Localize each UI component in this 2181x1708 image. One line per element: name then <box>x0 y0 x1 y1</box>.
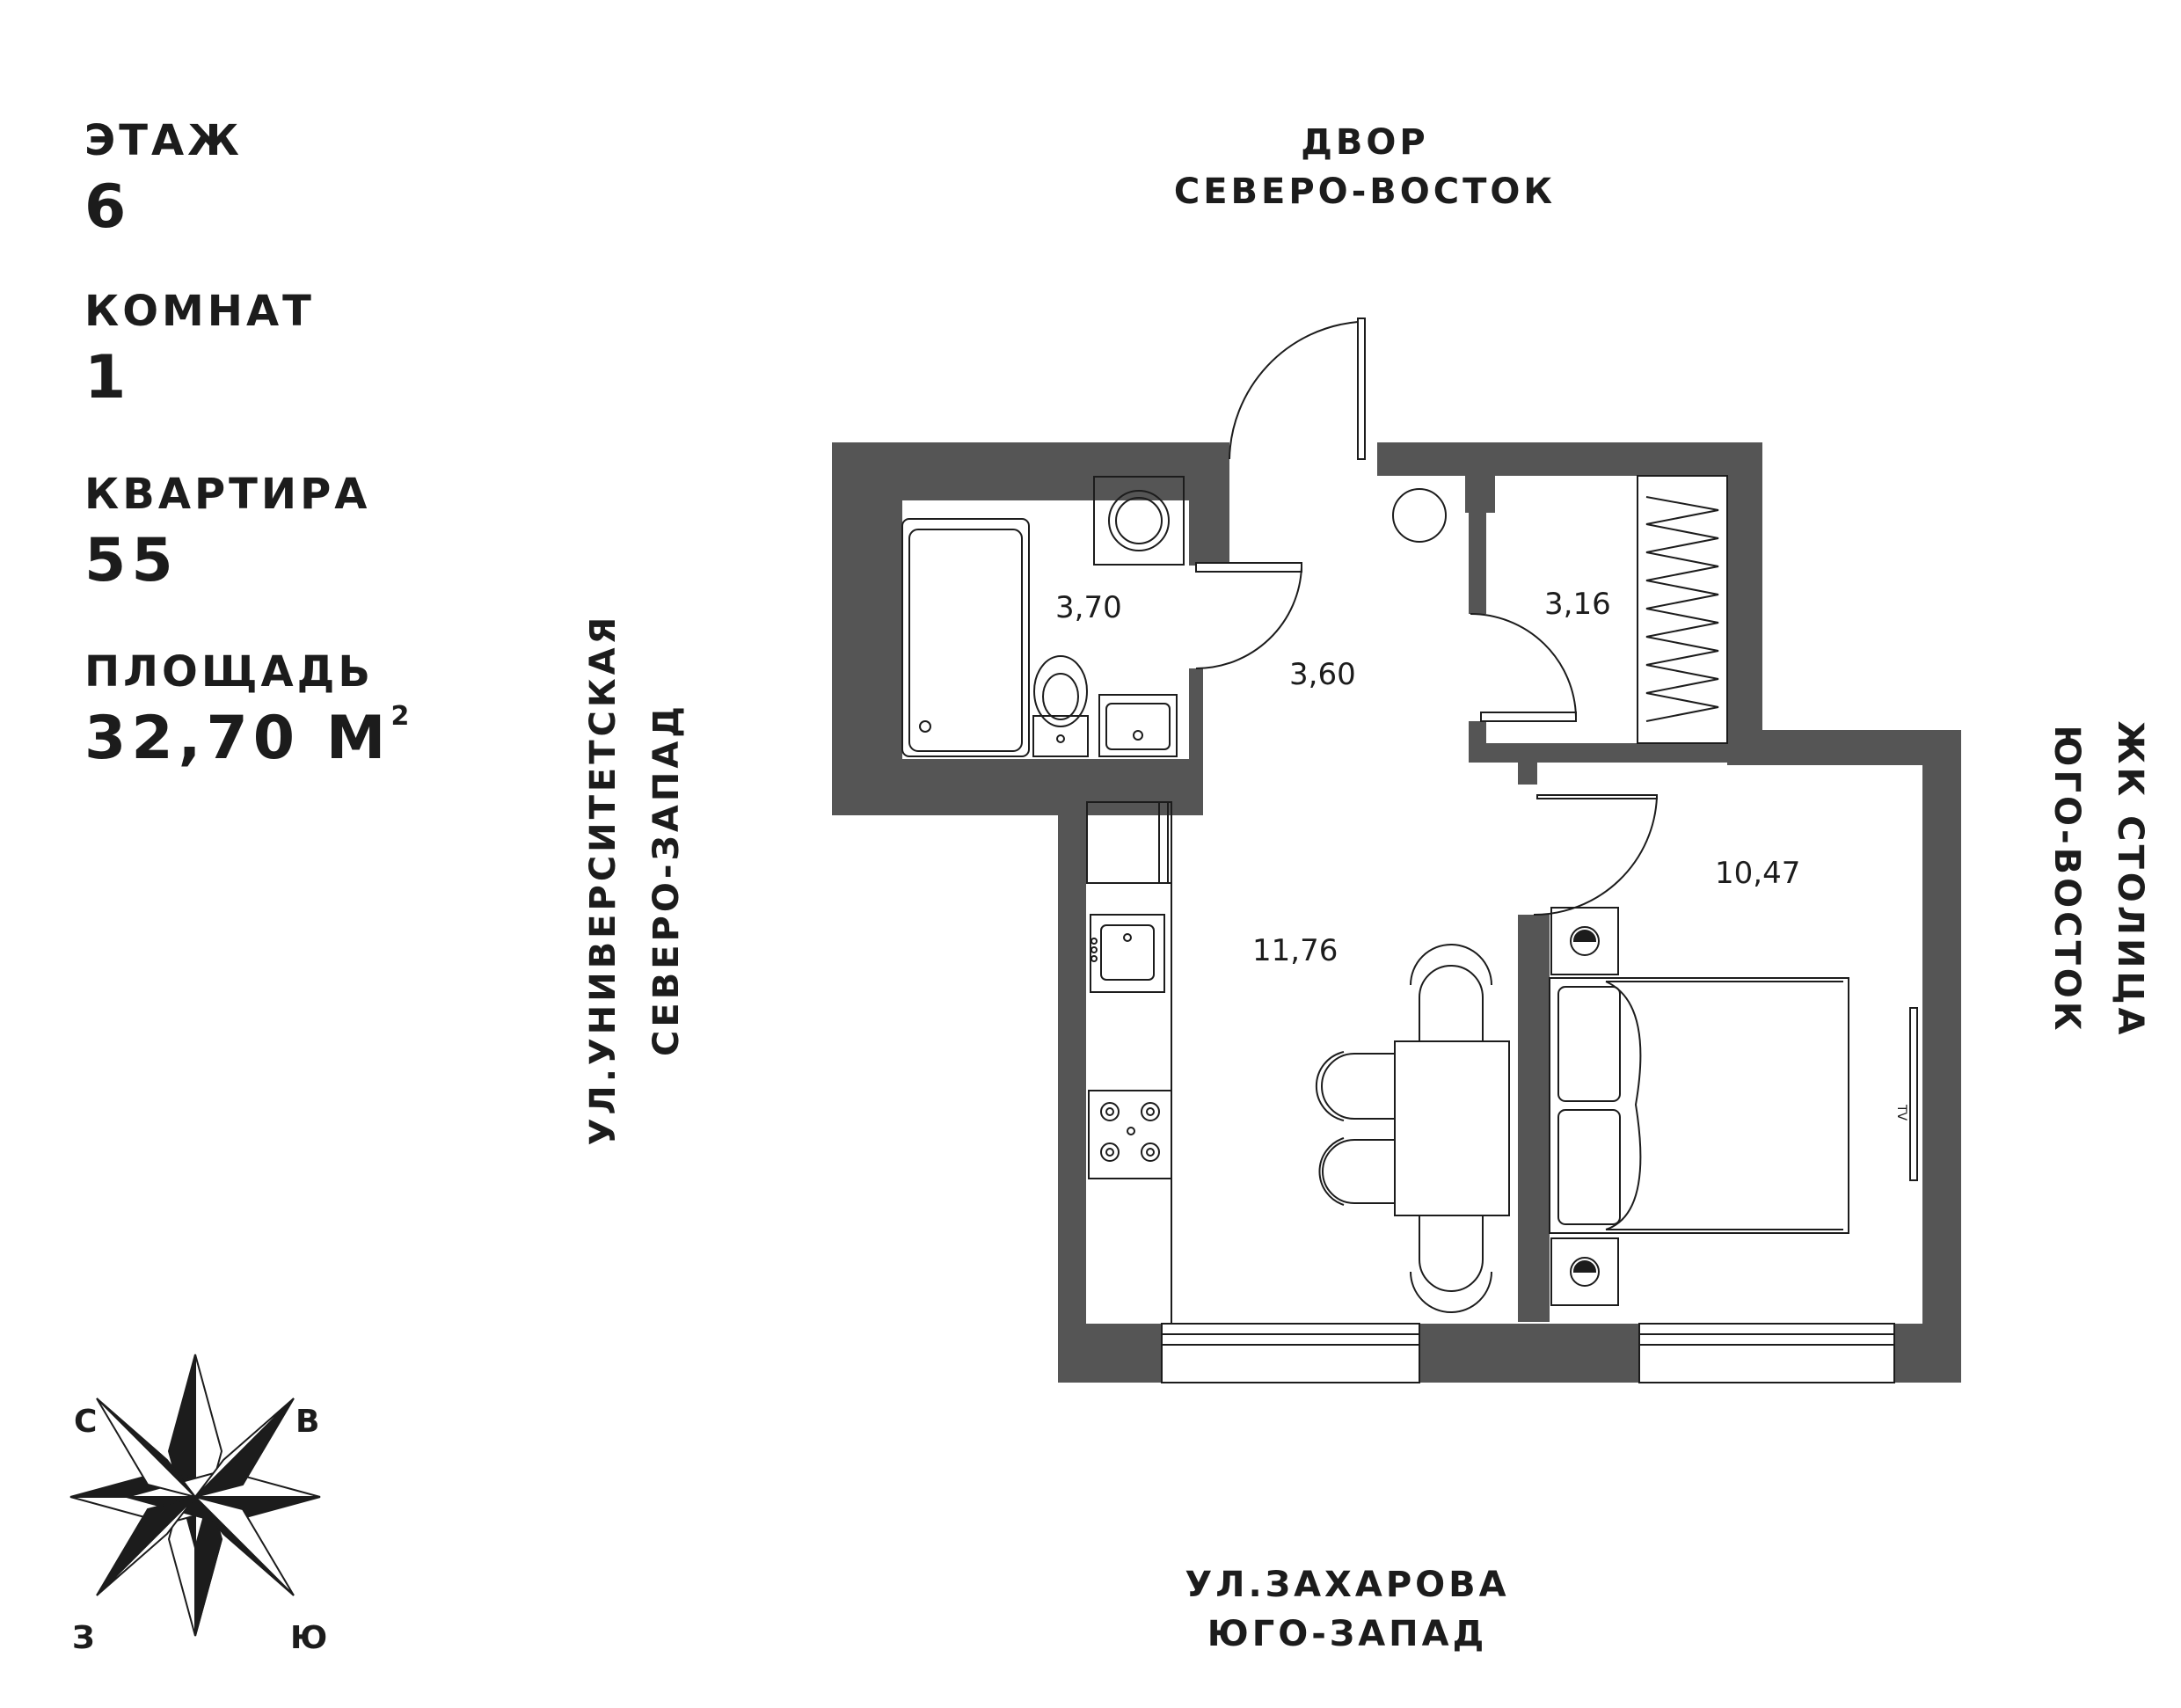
direction-top-line1: ДВОР <box>1301 122 1429 163</box>
washing-machine-drum <box>1108 490 1170 551</box>
hallway-round-fixture <box>1392 488 1447 543</box>
room-area-bedroom: 10,47 <box>1715 856 1800 891</box>
washing-machine <box>1093 476 1185 566</box>
wall-partition <box>1518 915 1550 1322</box>
rooms-label: КОМНАТ <box>84 287 315 336</box>
blanket-fold <box>1605 981 1642 1230</box>
walls <box>832 442 1961 1383</box>
compass-north: С <box>74 1404 98 1440</box>
window-sill-kitchen <box>1161 1344 1420 1383</box>
direction-bottom-line2: ЮГО-ЗАПАД <box>1207 1614 1488 1654</box>
direction-top-line2: СЕВЕРО-ВОСТОК <box>1173 172 1557 212</box>
compass-east: В <box>295 1404 320 1440</box>
doors <box>1195 318 1658 916</box>
area-label: ПЛОЩАДЬ <box>84 647 374 697</box>
nightstand-bottom <box>1550 1237 1619 1306</box>
stove <box>1088 1090 1172 1179</box>
bathroom-door-arc <box>1195 566 1302 670</box>
wall-bottom-right <box>1894 1324 1961 1383</box>
windows <box>1161 1323 1895 1383</box>
compass-west: З <box>72 1620 95 1656</box>
area-number: 32,70 М <box>84 704 391 773</box>
wall-top-right <box>1377 442 1762 476</box>
bed <box>1549 977 1849 1234</box>
wall-partition-stub <box>1518 756 1537 785</box>
apartment-label: КВАРТИРА <box>84 470 371 519</box>
compass-rose <box>69 1354 321 1637</box>
entrance-door-leaf <box>1357 318 1366 460</box>
washbasin <box>1098 694 1178 757</box>
area-value: 32,70 М2 <box>84 704 409 769</box>
dining-chair <box>1419 965 1484 1041</box>
rooms-info: КОМНАТ 1 <box>84 290 315 408</box>
rooms-value: 1 <box>84 343 132 412</box>
nightstand-lamp <box>1570 926 1600 956</box>
toilet-seat <box>1042 673 1079 720</box>
tv-label: TV <box>1894 1104 1908 1121</box>
direction-top: ДВОР СЕВЕРО-ВОСТОК <box>1101 118 1629 216</box>
nightstand-top <box>1550 907 1619 975</box>
wall-storage-bottom <box>1469 743 1736 763</box>
wall-bottom-middle <box>1419 1324 1639 1383</box>
pillow <box>1557 986 1621 1102</box>
bathroom-fixtures <box>901 476 1447 757</box>
room-area-storage: 3,16 <box>1544 587 1611 622</box>
bathtub-inner <box>908 529 1023 752</box>
entrance-door-arc <box>1229 321 1359 460</box>
floor-label: ЭТАЖ <box>84 116 243 165</box>
area-info: ПЛОЩАДЬ 32,70 М2 <box>84 651 409 769</box>
apartment-value: 55 <box>84 526 179 595</box>
bedroom-door-arc <box>1533 796 1658 916</box>
tv-panel <box>1909 1007 1918 1181</box>
wall-bottom-left <box>1058 1324 1162 1383</box>
window-sill-bedroom <box>1638 1344 1895 1383</box>
dining-chair <box>1321 1053 1395 1120</box>
wall-bathroom-right-upper <box>1189 442 1229 566</box>
floor-info: ЭТАЖ 6 <box>84 120 243 237</box>
compass-south: Ю <box>290 1620 328 1656</box>
direction-bottom-line1: УЛ.ЗАХАРОВА <box>1185 1565 1510 1605</box>
wall-bathroom-right-lower <box>1189 668 1203 815</box>
dining-chair <box>1419 1215 1484 1292</box>
pillow <box>1557 1109 1621 1225</box>
bathroom-door-leaf <box>1195 562 1302 573</box>
apartment-info: КВАРТИРА 55 <box>84 473 370 591</box>
toilet-bowl <box>1033 655 1088 727</box>
room-area-hallway: 3,60 <box>1289 657 1356 692</box>
wardrobe <box>1637 475 1728 744</box>
washing-machine-drum-inner <box>1115 497 1163 544</box>
wardrobe-box <box>1637 475 1728 744</box>
toilet-tank <box>1032 715 1089 757</box>
storage-door-leaf <box>1480 712 1577 722</box>
wall-bottom-bathroom <box>832 759 1201 815</box>
area-unit-superscript: 2 <box>390 701 410 732</box>
bathtub <box>901 518 1030 757</box>
room-area-bathroom: 3,70 <box>1055 590 1122 625</box>
bathtub-drain <box>919 720 931 733</box>
dining-chair <box>1322 1139 1395 1204</box>
storage-door-arc <box>1470 613 1577 718</box>
wall-bedroom-top <box>1727 730 1961 765</box>
wall-bedroom-right <box>1922 730 1961 1383</box>
bedroom-fixtures <box>1549 907 1918 1306</box>
dining-table <box>1394 1040 1510 1216</box>
wall-kitchen-left <box>1058 802 1086 1383</box>
room-area-kitchen: 11,76 <box>1252 933 1338 968</box>
wall-left-bathroom <box>832 442 902 815</box>
kitchen-fixtures <box>1086 801 1510 1324</box>
direction-bottom: УЛ.ЗАХАРОВА ЮГО-ЗАПАД <box>1083 1560 1611 1659</box>
floor-value: 6 <box>84 172 132 242</box>
kitchen-sink <box>1090 914 1165 993</box>
bedroom-door-leaf <box>1536 794 1658 799</box>
wall-storage-right <box>1727 442 1762 761</box>
wall-storage-left <box>1469 475 1486 614</box>
